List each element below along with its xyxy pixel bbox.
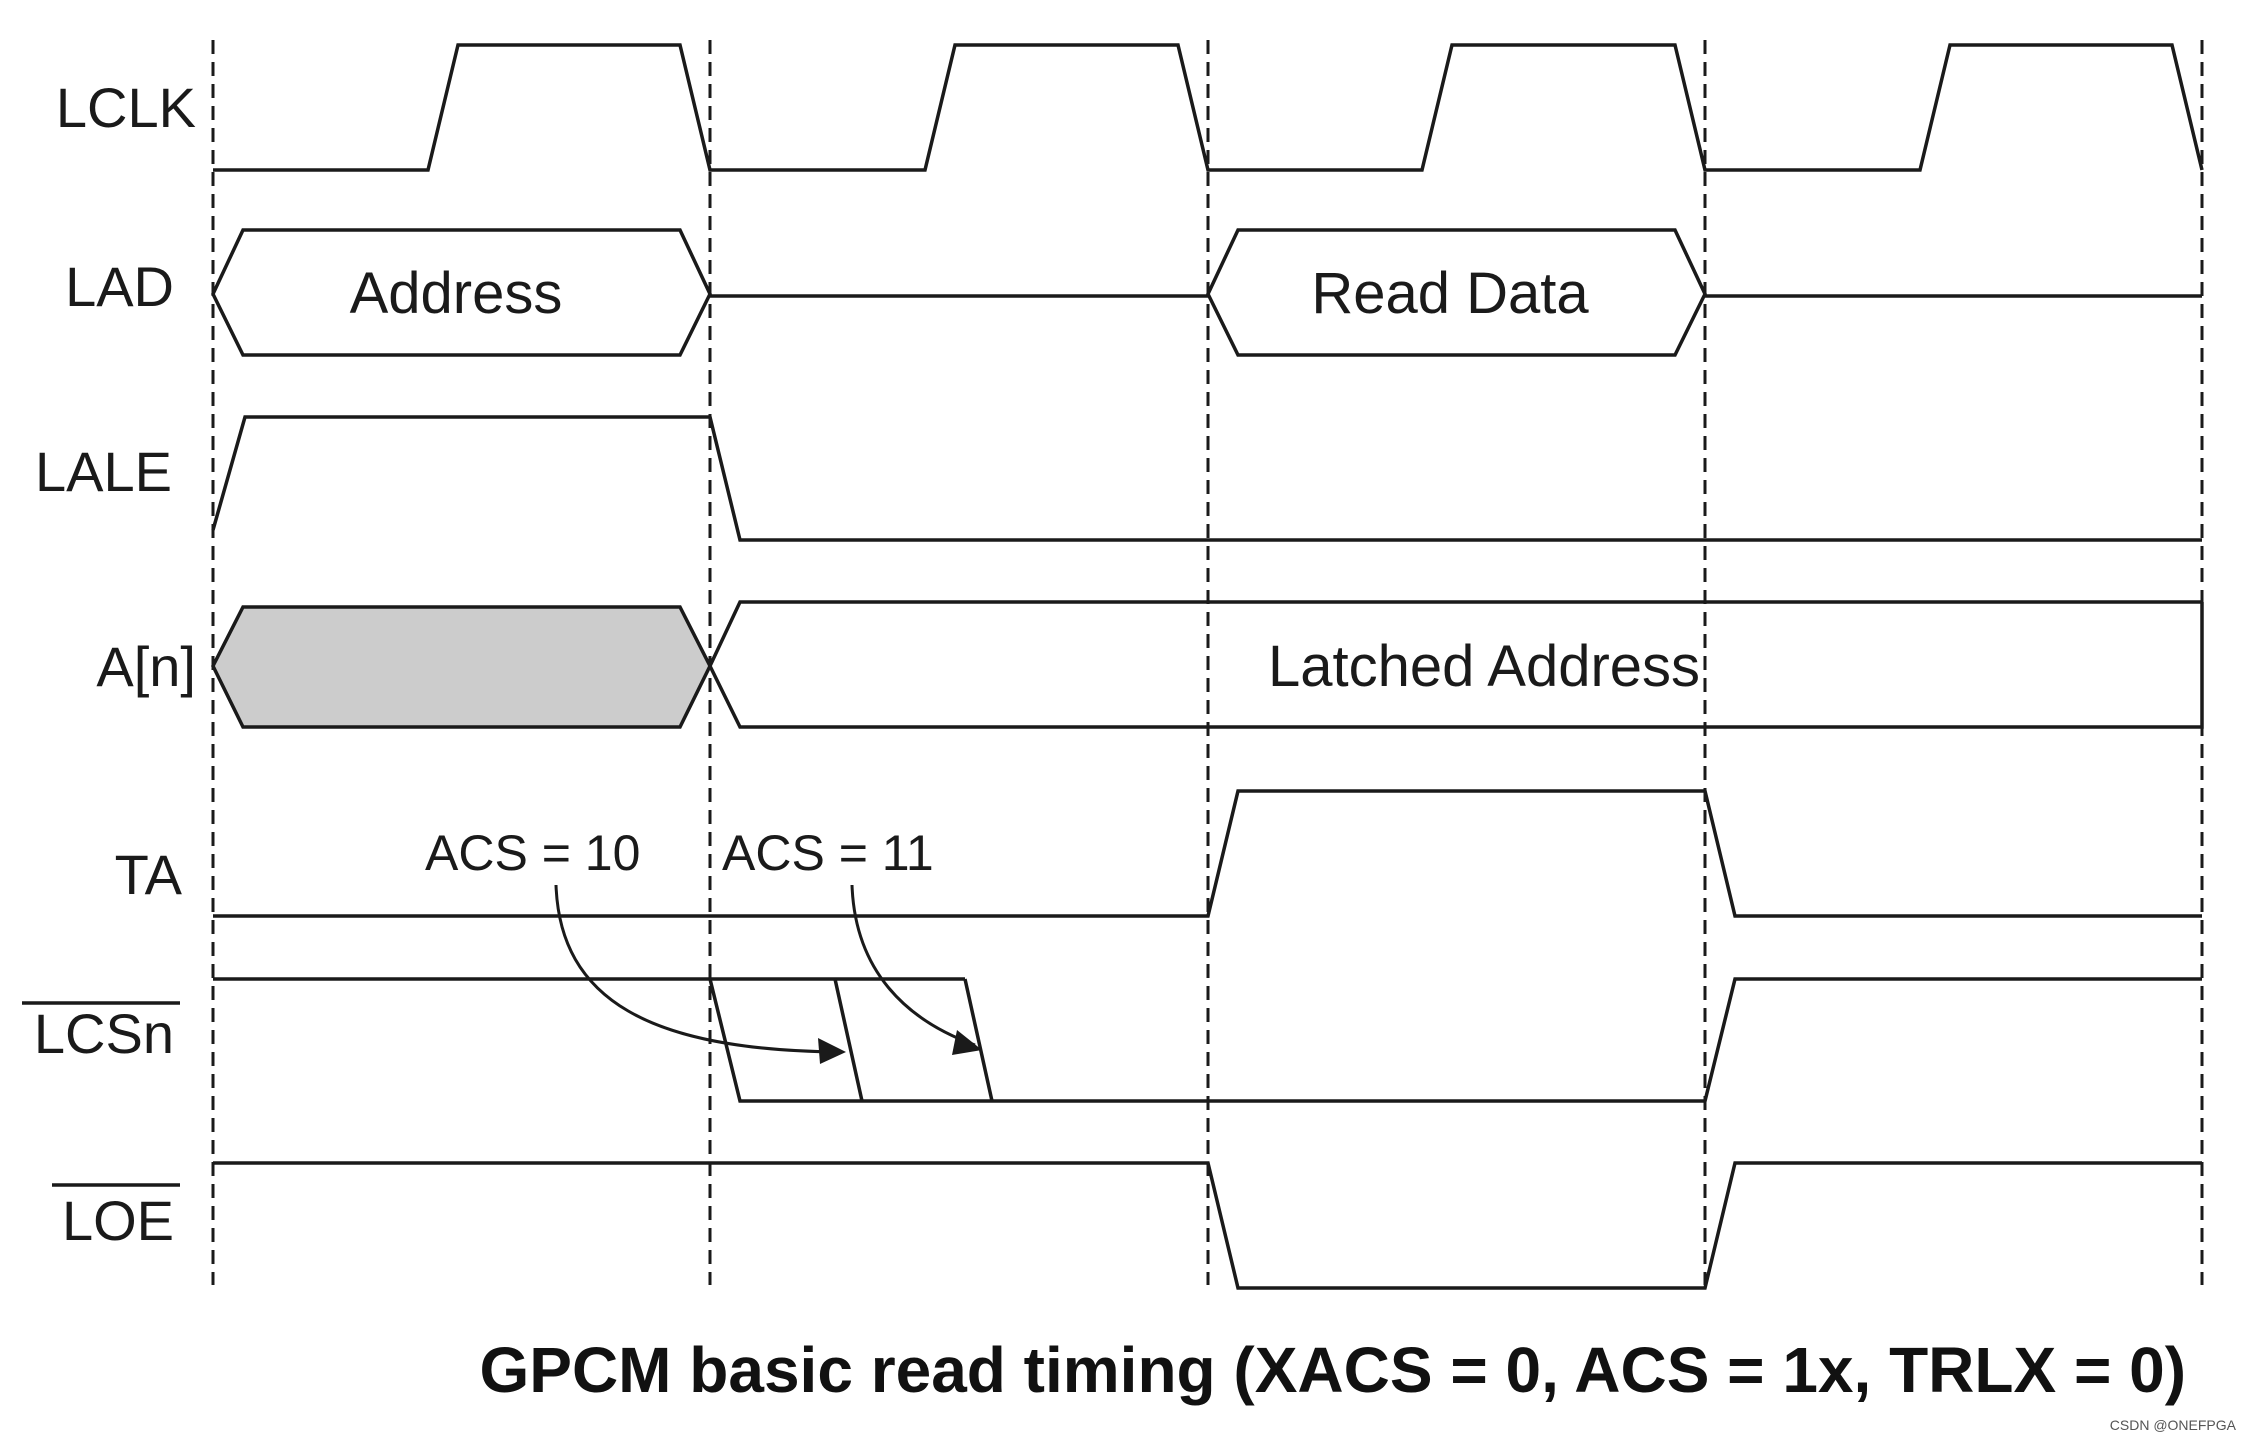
signal-label-lad: LAD (65, 255, 174, 318)
watermark: CSDN @ONEFPGA (2110, 1417, 2237, 1433)
lale-waveform (211, 415, 2202, 542)
an-bus: Latched Address (211, 600, 2204, 729)
signal-label-an: A[n] (96, 635, 196, 698)
signal-label-lclk: LCLK (56, 76, 196, 139)
lclk-waveform (213, 43, 2204, 172)
signal-label-ta: TA (115, 843, 183, 906)
acs10-label: ACS = 10 (425, 825, 640, 881)
acs10-arrowhead (818, 1038, 846, 1064)
lad-read-data-segment (1206, 228, 1707, 357)
lcsn-acs10-edge (833, 978, 864, 1102)
lcsn-waveform (213, 977, 2202, 1103)
acs11-label: ACS = 11 (722, 825, 934, 881)
lad-address-label: Address (350, 261, 563, 326)
signal-label-loe: LOE (62, 1189, 174, 1252)
acs11-arrowhead (952, 1030, 982, 1055)
acs10-arrow (554, 884, 839, 1054)
diagram-caption: GPCM basic read timing (XACS = 0, ACS = … (479, 1334, 2186, 1406)
an-latched-address-label: Latched Address (1268, 634, 1700, 699)
acs11-arrow (850, 884, 976, 1047)
lad-read-data-label: Read Data (1311, 261, 1589, 326)
signal-label-lale: LALE (35, 440, 172, 503)
lad-address-segment (211, 228, 712, 357)
signal-labels: LCLK LAD LALE A[n] TA LCSn LOE (22, 76, 196, 1252)
an-latched-segment (708, 600, 2204, 729)
loe-waveform (213, 1161, 2202, 1290)
ta-waveform (213, 789, 2202, 918)
signal-label-lcsn: LCSn (34, 1002, 174, 1065)
lcsn-acs11-edge (963, 978, 994, 1102)
acs-annotations: ACS = 10 ACS = 11 (425, 825, 982, 1064)
an-undefined-segment (211, 605, 712, 729)
lad-bus: Address Read Data (211, 228, 2202, 357)
lcsn-waveform-group (213, 977, 2202, 1103)
